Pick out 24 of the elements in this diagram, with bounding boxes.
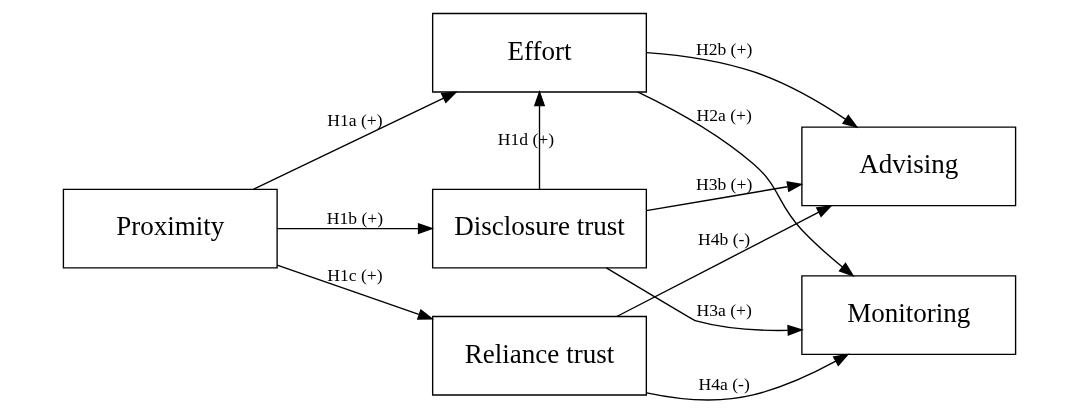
node-box: Advising [800, 126, 1016, 207]
edge-label: H4a (-) [698, 374, 750, 395]
edge-label: H1c (+) [326, 264, 383, 285]
edge-label: H2a (+) [695, 104, 752, 125]
arrow [636, 91, 855, 277]
arrow [252, 91, 458, 191]
node-box: Monitoring [800, 275, 1016, 356]
edge-label: H3a (+) [695, 299, 752, 320]
arrow [615, 204, 833, 318]
edge-label: H1b (+) [326, 207, 383, 228]
node-box: Reliance trust [431, 315, 647, 396]
edge-label: H3b (+) [695, 173, 752, 194]
node-box: Disclosure trust [431, 188, 647, 269]
arrow [645, 353, 850, 401]
arrow [275, 264, 434, 320]
arrow [605, 267, 804, 337]
edge-label: H2b (+) [695, 38, 752, 59]
node-box: Proximity [62, 188, 278, 269]
node-box: Effort [431, 12, 647, 93]
edge-label: H1a (+) [326, 110, 383, 131]
arrow [645, 181, 803, 212]
arrow [645, 51, 859, 129]
arrow [275, 222, 434, 235]
edge-label: H4b (-) [697, 229, 750, 250]
